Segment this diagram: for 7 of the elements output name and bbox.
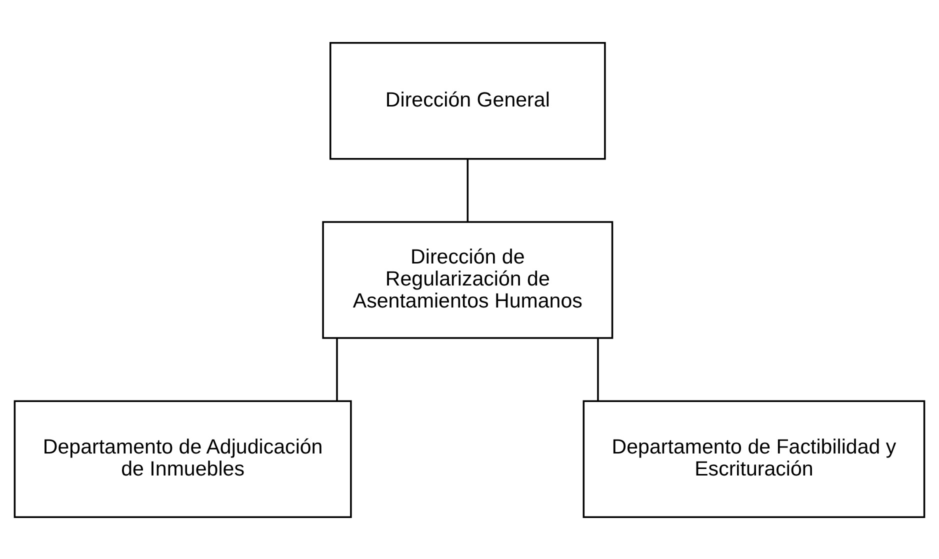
node-box: Departamento de Adjudicación de Inmuebles (14, 400, 352, 518)
connector (336, 338, 338, 400)
node-box: Dirección de Regularización de Asentamientos Humanos (322, 220, 614, 338)
connector (466, 158, 469, 222)
node-box: Departamento de Factibilidad y Escrituración (582, 400, 926, 518)
node-box: Dirección General (330, 42, 606, 160)
connector (597, 338, 599, 400)
